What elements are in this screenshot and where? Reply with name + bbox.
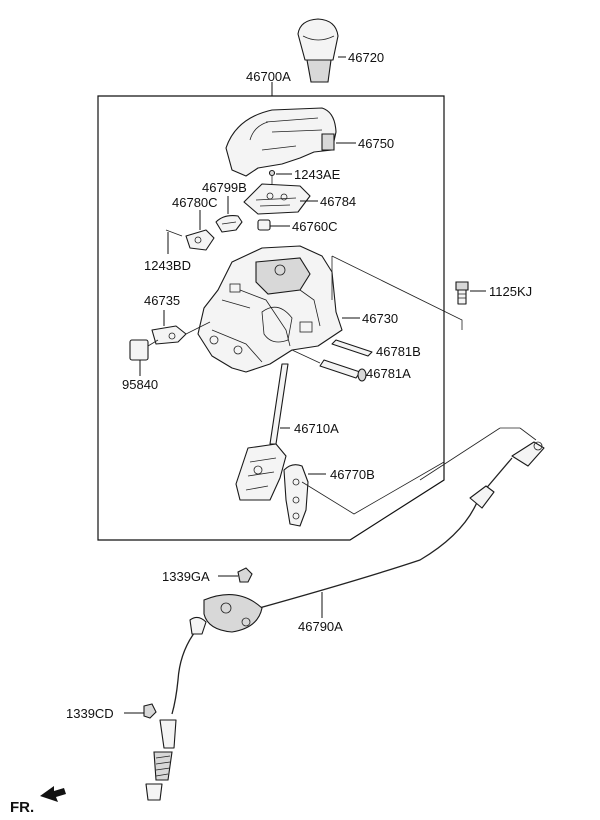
bracket-46735-part (151, 321, 211, 345)
clip-46799b-part (215, 215, 243, 233)
shift-shaft-part (235, 363, 289, 501)
screw-1243ae-part (268, 169, 276, 184)
label-46735: 46735 (144, 293, 180, 308)
lever-housing-part (197, 245, 343, 373)
label-46710a: 46710A (294, 421, 339, 436)
slider-plate-part (243, 183, 311, 215)
detent-46760c-part (257, 219, 271, 231)
label-46780c: 46780C (172, 195, 218, 210)
bolt-1125kj-part (455, 281, 469, 305)
pin-46781a-part (319, 359, 367, 382)
label-46784: 46784 (320, 194, 356, 209)
label-1339ga: 1339GA (162, 569, 210, 584)
label-46781a: 46781A (366, 366, 411, 381)
label-46720: 46720 (348, 50, 384, 65)
lock-plate-part (283, 464, 309, 527)
bracket-46780c-part (185, 229, 215, 251)
label-46770b: 46770B (330, 467, 375, 482)
front-direction-arrow (40, 786, 66, 802)
label-46700a: 46700A (246, 69, 291, 84)
label-46781b: 46781B (376, 344, 421, 359)
bolt-1243bd-part (165, 229, 183, 254)
sensor-95840-part (129, 339, 159, 361)
front-label: FR. (10, 799, 34, 816)
nut-1339cd-part (143, 703, 157, 719)
shift-knob-part (297, 18, 339, 83)
shift-cable-part (145, 441, 545, 801)
pin-46781b-part (331, 339, 373, 357)
label-46799b: 46799B (202, 180, 247, 195)
label-95840: 95840 (122, 377, 158, 392)
label-46750: 46750 (358, 136, 394, 151)
label-1243bd: 1243BD (144, 258, 191, 273)
nut-1339ga-part (237, 567, 253, 583)
label-46790a: 46790A (298, 619, 343, 634)
indicator-cover-part (225, 107, 337, 177)
label-46730: 46730 (362, 311, 398, 326)
assembly-frame (97, 95, 445, 541)
label-1339cd: 1339CD (66, 706, 114, 721)
label-46760c: 46760C (292, 219, 338, 234)
label-1243ae: 1243AE (294, 167, 341, 182)
label-1125kj: 1125KJ (489, 284, 532, 299)
